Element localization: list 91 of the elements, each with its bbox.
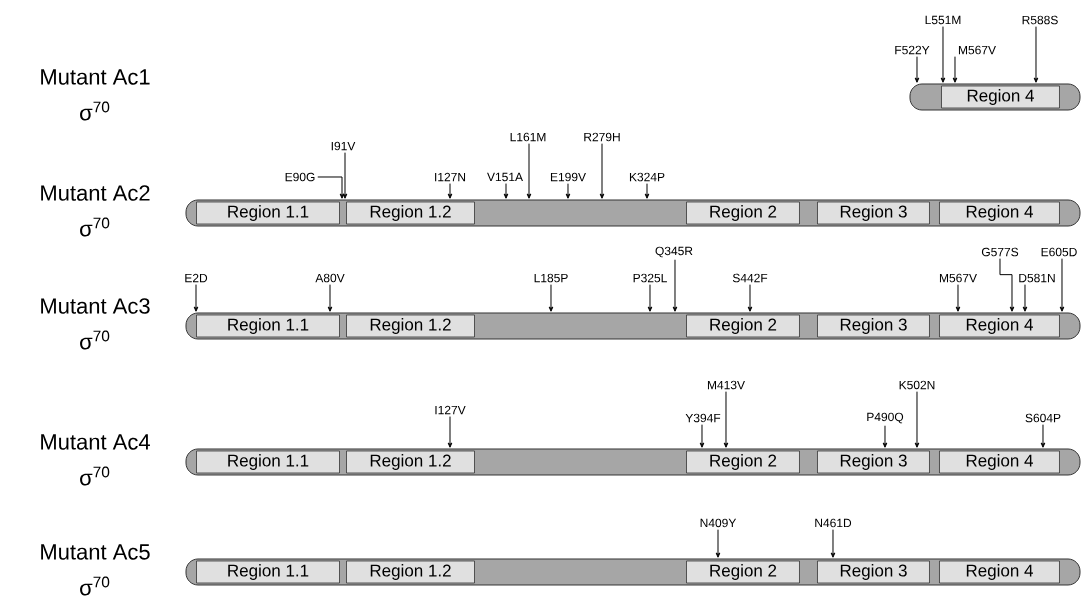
row-label: σ$^{70}$ bbox=[80, 101, 110, 121]
region-box: Region 1.1 bbox=[196, 450, 340, 474]
mutation-label: G577S bbox=[981, 247, 1019, 257]
arrow bbox=[644, 183, 650, 199]
mutation-label: M567V bbox=[958, 45, 996, 55]
region-box: Region 1.1 bbox=[196, 314, 340, 338]
arrow bbox=[940, 26, 946, 83]
region-box: Region 3 bbox=[817, 560, 930, 584]
arrow bbox=[447, 416, 453, 448]
row-label: σ$^{70}$ bbox=[80, 466, 110, 486]
mutation-label: F522Y bbox=[895, 45, 930, 55]
arrow bbox=[599, 143, 605, 199]
mutation-label: K502N bbox=[899, 380, 935, 390]
arrow bbox=[342, 152, 348, 199]
arrow bbox=[1059, 258, 1065, 312]
arrow bbox=[1022, 284, 1028, 312]
region-box: Region 1.1 bbox=[196, 560, 340, 584]
mutation-label: N409Y bbox=[700, 518, 737, 528]
mutation-label: E199V bbox=[550, 172, 586, 182]
arrow bbox=[317, 176, 345, 199]
region-box: Region 3 bbox=[817, 201, 930, 225]
mutation-label: K324P bbox=[629, 172, 665, 182]
region-box: Region 4 bbox=[939, 560, 1060, 584]
mutation-label: E2D bbox=[185, 273, 208, 283]
region-box: Region 1.2 bbox=[346, 450, 475, 474]
arrow bbox=[914, 56, 920, 83]
mutation-label: R588S bbox=[1022, 15, 1058, 25]
mutation-label: Q345R bbox=[655, 246, 693, 258]
arrow bbox=[699, 424, 705, 448]
mutation-label: Y394F bbox=[685, 413, 721, 423]
arrow bbox=[955, 284, 961, 312]
arrow bbox=[526, 143, 532, 199]
row-label: σ$^{70}$ bbox=[80, 330, 110, 350]
arrow bbox=[952, 56, 958, 83]
region-box: Region 4 bbox=[939, 450, 1060, 474]
mutation-label: I127V bbox=[435, 405, 466, 415]
region-box: Region 4 bbox=[939, 201, 1060, 225]
mutation-label: M413V bbox=[707, 380, 745, 390]
mutation-label: V151A bbox=[487, 172, 523, 182]
mutation-label: R279H bbox=[584, 132, 620, 142]
region-box: Region 1.2 bbox=[346, 560, 475, 584]
arrow bbox=[1033, 26, 1039, 83]
region-box: Region 2 bbox=[686, 450, 800, 474]
mutation-label: S442F bbox=[732, 273, 768, 283]
arrow bbox=[647, 284, 653, 312]
arrow bbox=[999, 258, 1015, 312]
arrow bbox=[747, 284, 753, 312]
region-box: Region 1.2 bbox=[346, 314, 475, 338]
mutation-label: E90G bbox=[285, 172, 315, 182]
row-label: Mutant Ac3 bbox=[41, 298, 150, 314]
mutation-label: P490Q bbox=[867, 412, 904, 424]
row-label: Mutant Ac1 bbox=[41, 69, 150, 85]
region-box: Region 1.1 bbox=[196, 201, 340, 225]
arrow bbox=[565, 183, 571, 199]
region-box: Region 2 bbox=[686, 201, 800, 225]
mutation-label: D581N bbox=[1019, 273, 1055, 283]
arrow bbox=[503, 183, 509, 199]
row-label: σ$^{70}$ bbox=[80, 576, 110, 596]
mutation-label: I127N bbox=[435, 172, 466, 182]
row-label: σ$^{70}$ bbox=[80, 217, 110, 237]
region-box: Region 4 bbox=[939, 314, 1060, 338]
arrow bbox=[830, 529, 836, 558]
region-box: Region 1.2 bbox=[346, 201, 475, 225]
region-box: Region 3 bbox=[817, 314, 930, 338]
region-box: Region 3 bbox=[817, 450, 930, 474]
mutation-label: L551M bbox=[925, 15, 961, 25]
arrow bbox=[548, 284, 554, 312]
arrow bbox=[447, 183, 453, 199]
mutation-label: N461D bbox=[815, 518, 852, 528]
mutation-label: M567V bbox=[939, 273, 977, 283]
arrow bbox=[914, 391, 920, 448]
region-box: Region 2 bbox=[686, 314, 800, 338]
arrow bbox=[882, 425, 888, 448]
region-box: Region 2 bbox=[686, 560, 800, 584]
arrow bbox=[723, 391, 729, 448]
mutation-label: E605D bbox=[1041, 247, 1077, 257]
row-label: Mutant Ac5 bbox=[41, 544, 150, 560]
arrow bbox=[715, 529, 721, 558]
mutation-label: P325L bbox=[633, 273, 667, 283]
row-label: Mutant Ac4 bbox=[41, 434, 150, 450]
mutation-label: S604P bbox=[1025, 413, 1061, 423]
arrow bbox=[1040, 424, 1046, 448]
region-box: Region 4 bbox=[941, 85, 1060, 109]
row-label: Mutant Ac2 bbox=[41, 185, 150, 201]
mutation-label: A80V bbox=[315, 273, 345, 283]
mutation-label: L185P bbox=[534, 273, 568, 283]
mutation-label: I91V bbox=[331, 141, 356, 151]
arrow bbox=[327, 284, 333, 312]
mutation-label: L161M bbox=[510, 132, 546, 142]
arrow bbox=[193, 284, 199, 312]
arrow bbox=[672, 259, 678, 312]
